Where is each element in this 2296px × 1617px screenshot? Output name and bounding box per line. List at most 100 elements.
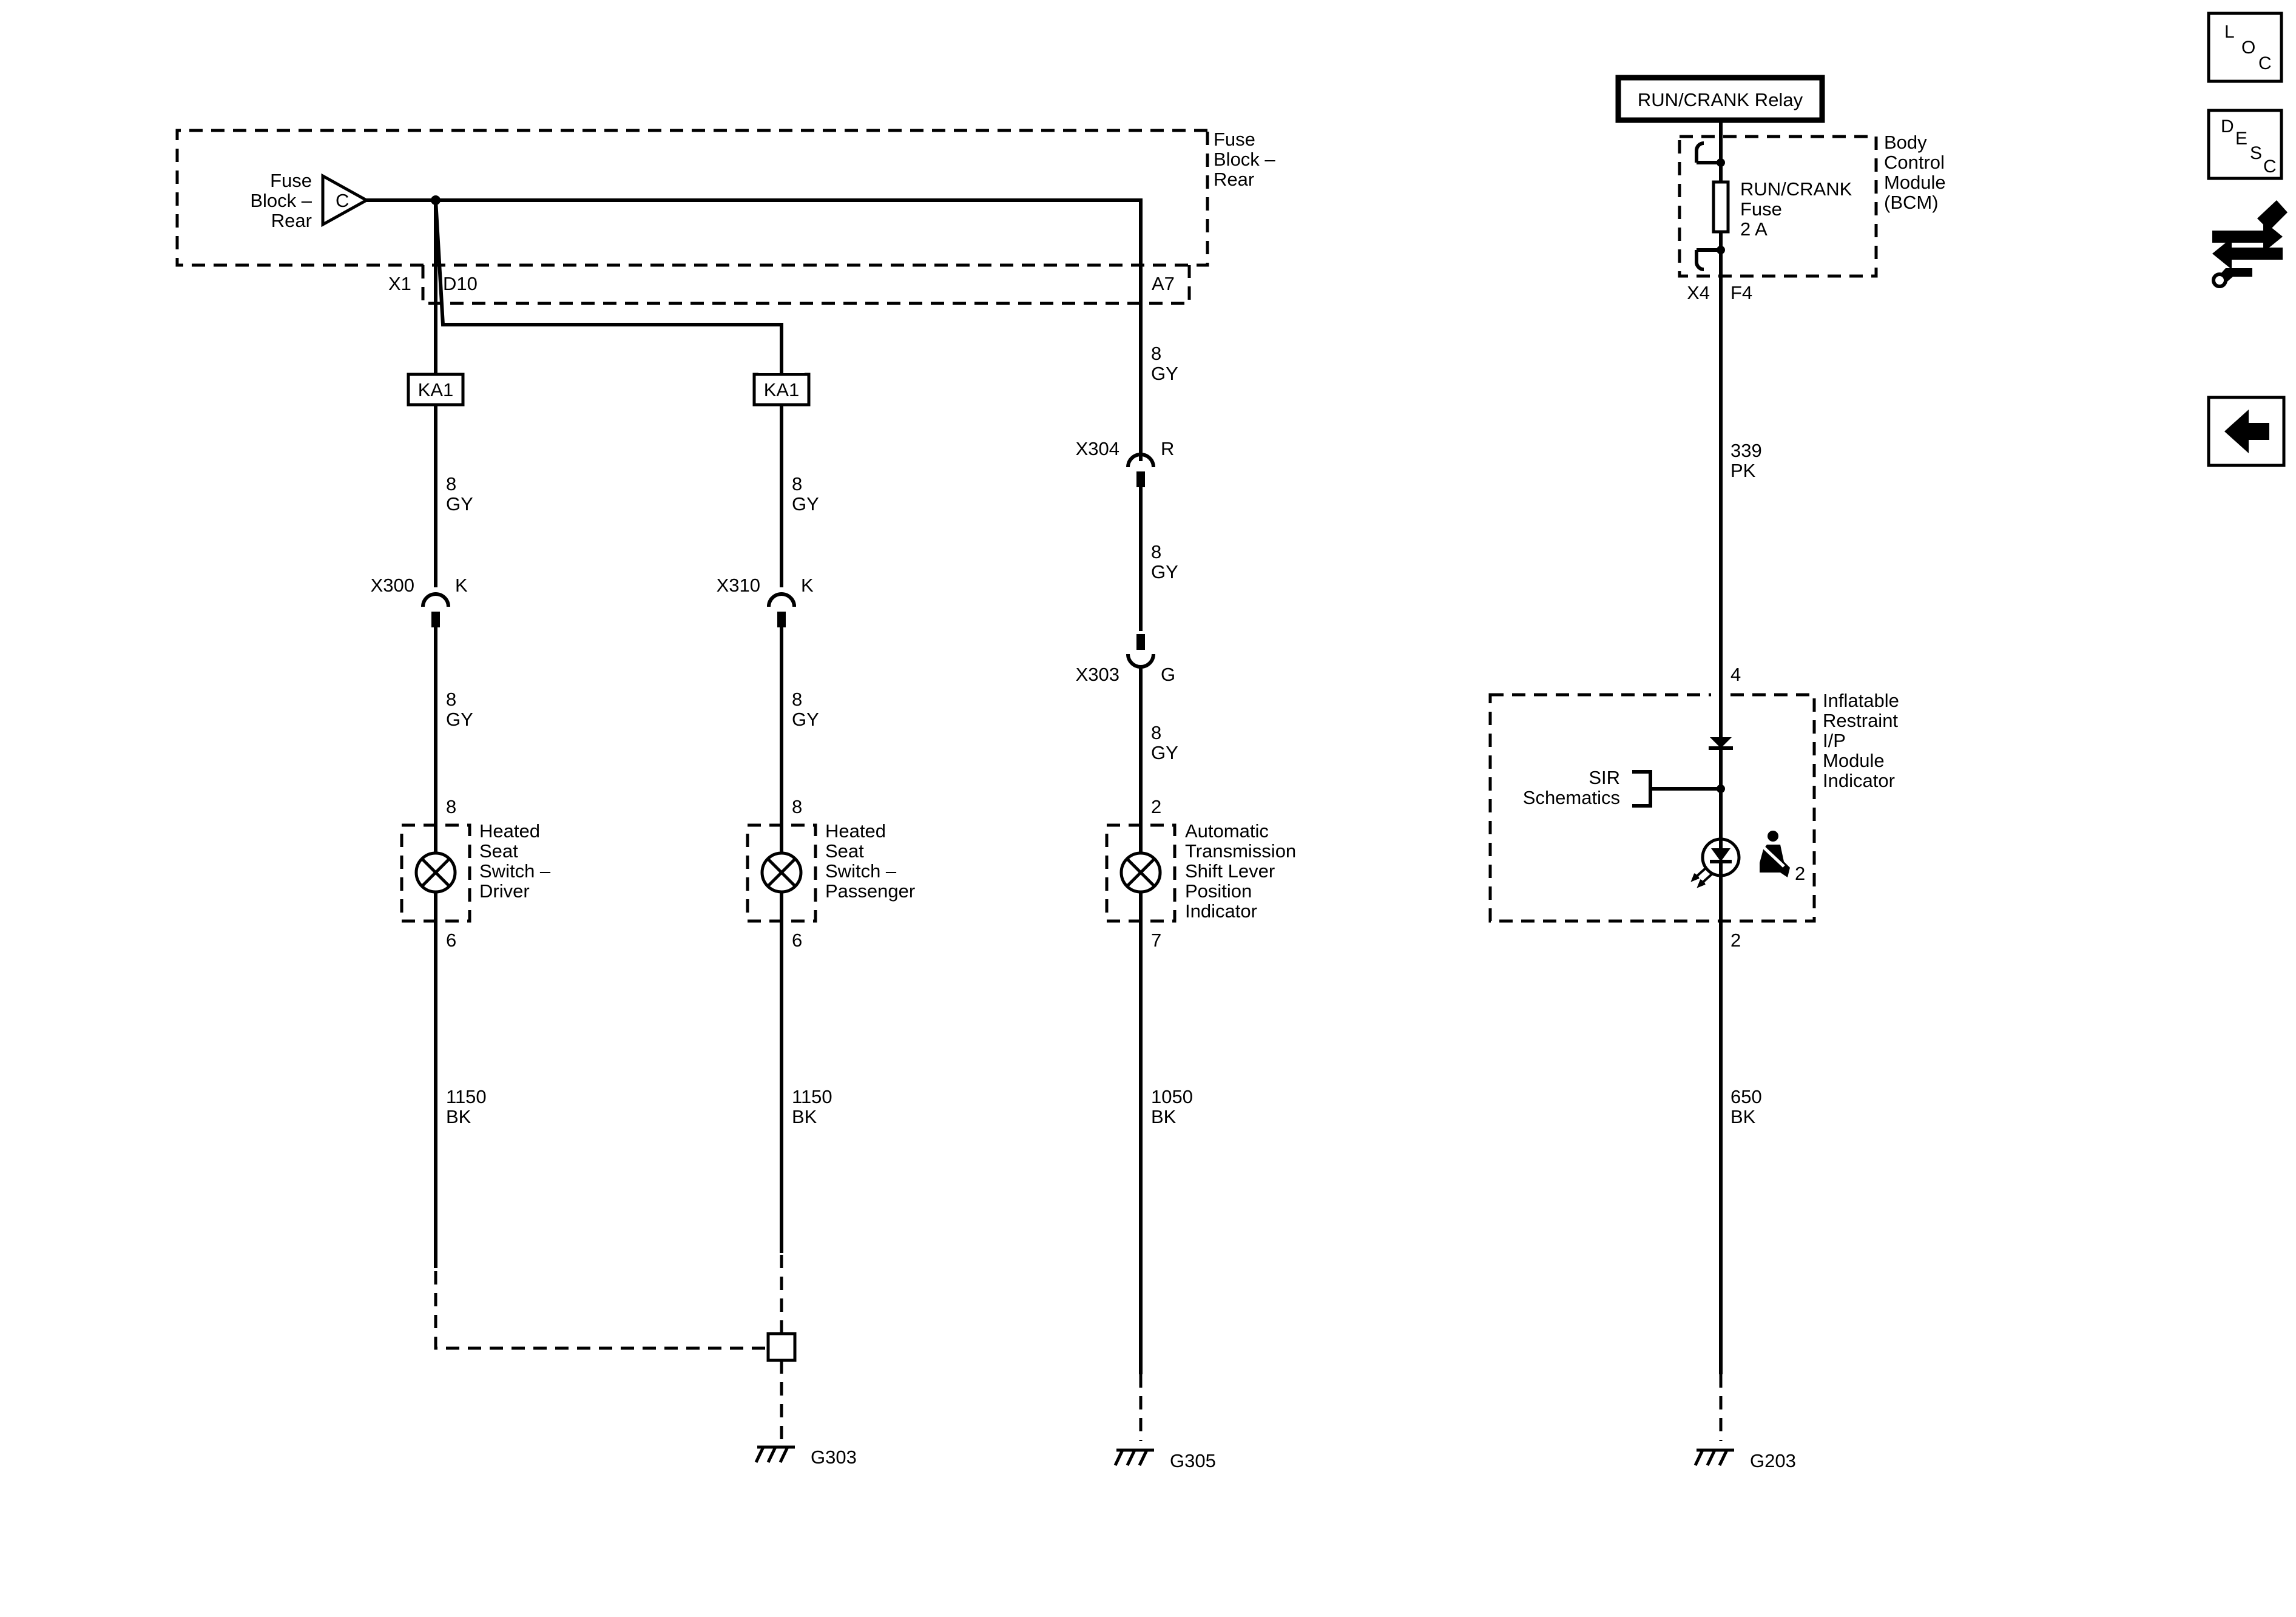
desc-letter-d: D	[2221, 116, 2234, 137]
desc-letter-s: S	[2250, 143, 2262, 163]
pin-d10-label: D10	[443, 273, 478, 294]
trans-wire2-color: GY	[1151, 561, 1178, 582]
fuse-block-left-label-2: Block –	[250, 190, 312, 211]
trans-pin-bottom: 7	[1151, 930, 1161, 951]
connector-x300-pin: K	[455, 575, 468, 596]
passenger-wire2-color: GY	[792, 709, 819, 730]
location-button[interactable]: L O C	[2207, 12, 2283, 83]
trans-component-line-1: Automatic	[1185, 820, 1269, 842]
description-button[interactable]: D E S C	[2207, 109, 2283, 180]
ground-g303-label: G303	[811, 1447, 857, 1468]
passenger-wire2-gauge: 8	[792, 689, 802, 710]
ground-icon-g203	[1693, 1448, 1734, 1467]
driver-component-line-3: Switch –	[479, 860, 551, 882]
ka1-splice-passenger	[752, 373, 811, 407]
pin-a7-label: A7	[1152, 273, 1175, 294]
module-label-4: Module	[1823, 750, 1885, 771]
desc-letter-e: E	[2235, 129, 2247, 149]
inflatable-restraint-module-box	[1488, 693, 1816, 923]
sir-ref-line-1: SIR	[1589, 767, 1620, 788]
fuse-block-connector-triangle	[321, 173, 370, 228]
bcm-box	[1678, 135, 1878, 278]
passenger-component-line-2: Seat	[825, 840, 864, 862]
bcm-label-3: Module	[1884, 172, 1946, 193]
connector-x303-label: X303	[1076, 664, 1119, 685]
ground-splice-box	[766, 1332, 797, 1362]
run-crank-fuse-label-3: 2 A	[1740, 218, 1768, 240]
fuse-block-rear: C Fuse Block – Rear Fuse Block – Rear X1…	[175, 129, 1275, 305]
trans-wire4-color: BK	[1151, 1106, 1177, 1127]
back-button[interactable]	[2207, 396, 2286, 467]
bcm-label-2: Control	[1884, 152, 1945, 173]
passenger-component-line-1: Heated	[825, 820, 886, 842]
bcm-label-4: (BCM)	[1884, 192, 1939, 213]
connector-x303-pin: G	[1161, 664, 1175, 685]
run-crank-relay-box	[1615, 75, 1825, 123]
trans-component-line-5: Indicator	[1185, 900, 1257, 922]
led-light-rays-icon	[1690, 866, 1714, 888]
ka1-label-driver: KA1	[418, 379, 454, 400]
loc-letter-l: L	[2224, 22, 2235, 42]
heated-seat-switch-passenger-box	[746, 823, 817, 923]
driver-wire1-gauge: 8	[446, 473, 456, 495]
driver-component-line-1: Heated	[479, 820, 540, 842]
seatbelt-indicator-icon	[1760, 831, 1790, 877]
trans-wire3-gauge: 8	[1151, 722, 1161, 743]
loc-letter-o: O	[2241, 38, 2255, 58]
sir-wire2-gauge: 650	[1730, 1086, 1762, 1107]
connector-x300-symbol	[421, 592, 450, 607]
driver-component-line-4: Driver	[479, 880, 530, 902]
passenger-component-line-3: Switch –	[825, 860, 897, 882]
trans-wire1-color: GY	[1151, 363, 1178, 384]
trans-shift-indicator-circuit: 8 GY X304 R 8 GY X303 G 8 GY 2 Automatic…	[1076, 343, 1297, 1471]
sir-wire1-gauge: 339	[1730, 440, 1762, 461]
ground-g303-assembly: G303	[434, 1255, 857, 1468]
module-label-1: Inflatable	[1823, 690, 1899, 711]
ground-icon-g305	[1113, 1448, 1154, 1467]
fuse-block-left-label-3: Rear	[271, 210, 312, 231]
indicator-number: 2	[1795, 863, 1805, 884]
connector-x310-pin: K	[801, 575, 814, 596]
run-crank-fuse-label-1: RUN/CRANK	[1740, 178, 1852, 200]
trans-component-line-3: Shift Lever	[1185, 860, 1275, 882]
shift-lever-indicator-box	[1105, 823, 1177, 923]
heated-seat-passenger-circuit: KA1 8 GY X310 K 8 GY 8 Heated Seat Switc…	[717, 325, 915, 1253]
driver-component-line-2: Seat	[479, 840, 518, 862]
trans-wire1-gauge: 8	[1151, 343, 1161, 364]
ka1-label-passenger: KA1	[764, 379, 800, 400]
sir-pin-top: 4	[1730, 664, 1741, 685]
heated-seat-driver-circuit: KA1 8 GY X300 K 8 GY 8 Heated Seat Switc…	[371, 373, 551, 1268]
passenger-wire1-gauge: 8	[792, 473, 802, 495]
fuse-block-left-label-1: Fuse	[270, 170, 312, 191]
trans-wire2-gauge: 8	[1151, 541, 1161, 562]
ground-icon-g303	[754, 1445, 795, 1463]
passenger-pin-bottom: 6	[792, 930, 802, 951]
connector-tools-button[interactable]	[2209, 200, 2288, 288]
sir-wire2-color: BK	[1730, 1106, 1756, 1127]
driver-pin-top: 8	[446, 796, 456, 817]
run-crank-relay-label: RUN/CRANK Relay	[1638, 89, 1803, 110]
driver-wire1-color: GY	[446, 493, 473, 515]
double-arrow-icon	[2212, 221, 2283, 252]
trans-wire3-color: GY	[1151, 742, 1178, 763]
module-label-3: I/P	[1823, 730, 1846, 751]
ka1-splice-driver	[407, 373, 465, 407]
diode-icon	[1710, 737, 1732, 748]
fuse-block-connector-letter: C	[336, 190, 349, 211]
passenger-wire3-color: BK	[792, 1106, 817, 1127]
connector-x304-pin: R	[1161, 438, 1174, 459]
driver-wire2-gauge: 8	[446, 689, 456, 710]
run-crank-fuse-icon	[1712, 180, 1730, 234]
connector-x4-label: X4	[1687, 282, 1710, 303]
trans-pin-top: 2	[1151, 796, 1161, 817]
module-label-5: Indicator	[1823, 770, 1895, 791]
loc-letter-c: C	[2258, 53, 2272, 73]
heated-seat-switch-driver-box	[400, 823, 471, 923]
fuse-block-right-label-1: Fuse	[1214, 129, 1255, 150]
connector-x310-label: X310	[717, 575, 760, 596]
fuse-block-right-label-3: Rear	[1214, 169, 1254, 190]
left-arrow-icon	[2224, 410, 2269, 453]
driver-wire2-color: GY	[446, 709, 473, 730]
sir-wire1-color: PK	[1730, 460, 1756, 481]
